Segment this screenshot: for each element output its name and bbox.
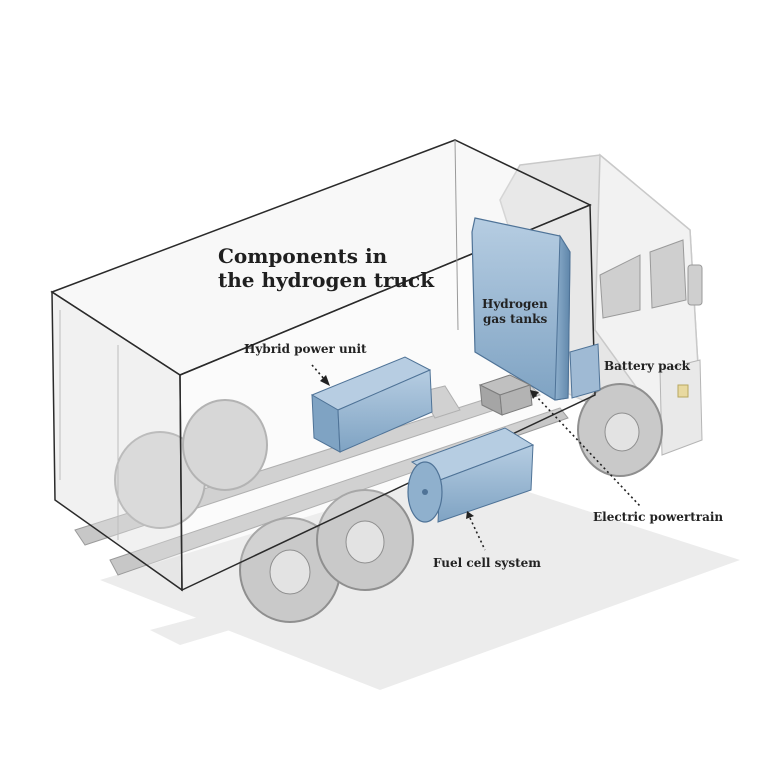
hybrid-power-unit-shape — [310, 356, 433, 453]
label-hydrogen-line2: gas tanks — [483, 312, 548, 326]
label-electric-powertrain: Electric powertrain — [593, 510, 724, 524]
battery-pack-shape — [569, 343, 601, 399]
label-battery-pack: Battery pack — [604, 359, 690, 373]
label-hybrid-power-unit: Hybrid power unit — [244, 342, 367, 356]
hydrogen-tanks-shape — [471, 217, 571, 401]
label-fuel-cell-system: Fuel cell system — [433, 556, 541, 570]
callout-arrowheads — [320, 375, 539, 519]
callout-leaders — [311, 364, 641, 551]
electric-powertrain-shape — [478, 374, 533, 416]
diagram-title-line2: the hydrogen truck — [218, 268, 435, 292]
truck-cab — [499, 153, 703, 456]
fuel-cell-shape — [407, 427, 535, 523]
front-wheel — [577, 383, 663, 477]
label-hydrogen-line1: Hydrogen — [482, 297, 548, 311]
diagram-title-line1: Components in — [218, 244, 388, 268]
